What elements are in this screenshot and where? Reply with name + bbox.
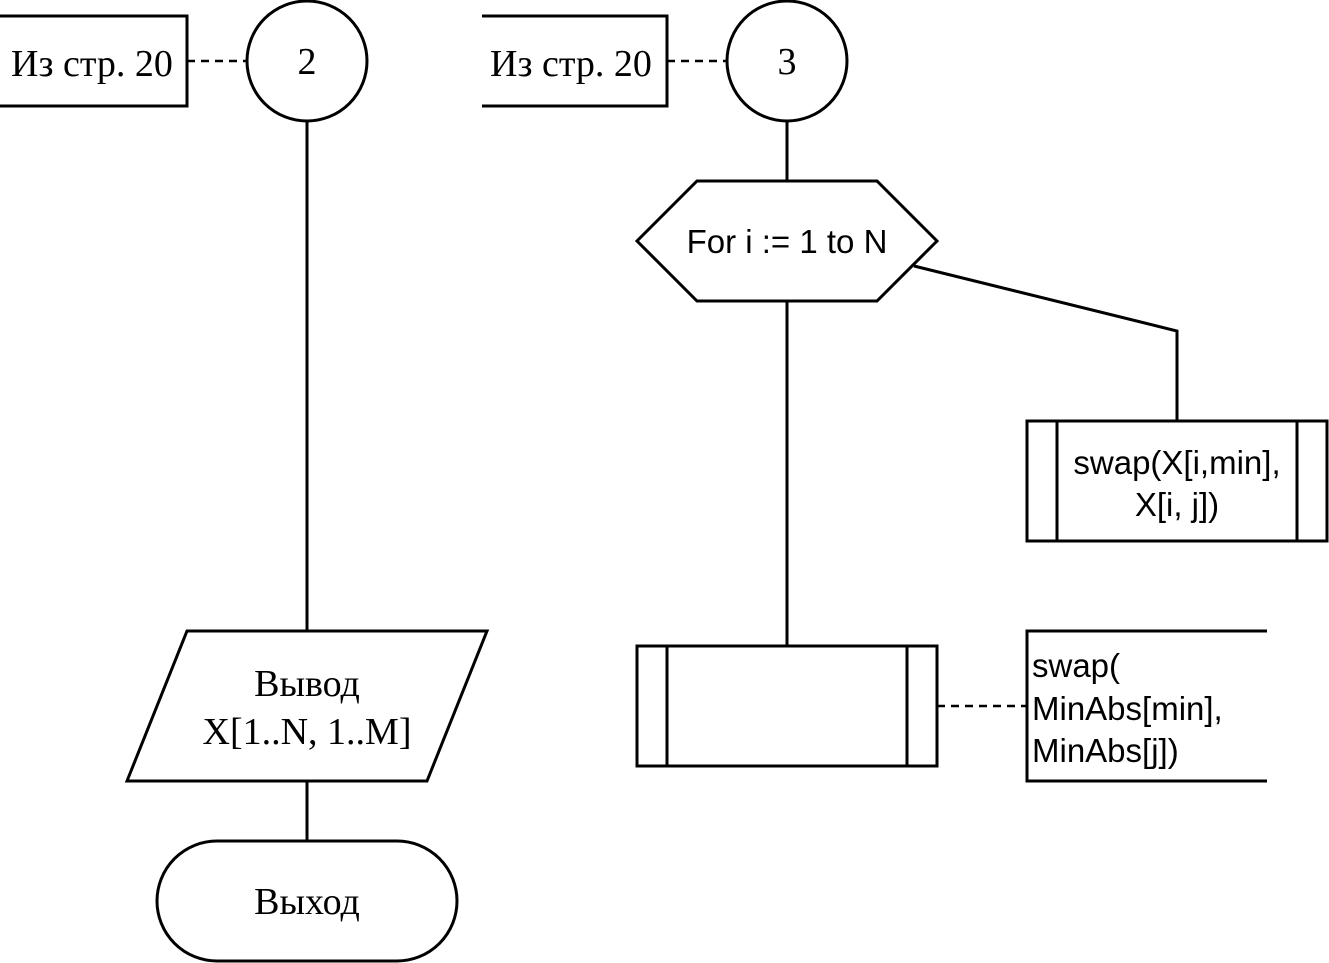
connector-3: 3 bbox=[725, 0, 849, 123]
connector-3-number: 3 bbox=[778, 41, 797, 83]
output-line2: X[1..N, 1..M] bbox=[203, 711, 412, 753]
process-swap-x: swap(X[i,min], X[i, j]) bbox=[1025, 419, 1329, 543]
loop-hexagon: For i := 1 to N bbox=[634, 179, 940, 303]
output-parallelogram bbox=[124, 629, 490, 783]
comment-bracket bbox=[1025, 629, 1267, 783]
output-block: Вывод X[1..N, 1..M] bbox=[124, 629, 490, 783]
process-swap-x-line1: swap(X[i,min], bbox=[1073, 444, 1280, 481]
comment-line2: MinAbs[min], bbox=[1032, 690, 1223, 727]
process-empty-rect bbox=[635, 644, 939, 768]
left-annotation-text: Из стр. 20 bbox=[11, 43, 173, 85]
terminator-exit: Выход bbox=[155, 839, 459, 963]
output-line1: Вывод bbox=[254, 663, 360, 705]
loop-branch-line bbox=[913, 264, 1179, 421]
terminator-label: Выход bbox=[254, 881, 360, 923]
right-annotation-text: Из стр. 20 bbox=[490, 43, 652, 85]
process-empty bbox=[635, 644, 939, 768]
comment-line3: MinAbs[j]) bbox=[1032, 732, 1179, 769]
loop-label: For i := 1 to N bbox=[687, 223, 888, 260]
left-annotation: Из стр. 20 bbox=[0, 14, 189, 108]
process-swap-x-line2: X[i, j]) bbox=[1135, 486, 1219, 523]
terminator-rounded-rect bbox=[155, 839, 459, 963]
connector-2: 2 bbox=[245, 0, 369, 123]
right-annotation: Из стр. 20 bbox=[482, 14, 669, 108]
comment-line1: swap( bbox=[1032, 647, 1120, 684]
process-swap-x-rect bbox=[1025, 419, 1329, 543]
loop-hexagon-shape bbox=[634, 179, 940, 303]
comment-swap-minabs: swap( MinAbs[min], MinAbs[j]) bbox=[1025, 629, 1267, 783]
connector-2-number: 2 bbox=[298, 41, 317, 83]
